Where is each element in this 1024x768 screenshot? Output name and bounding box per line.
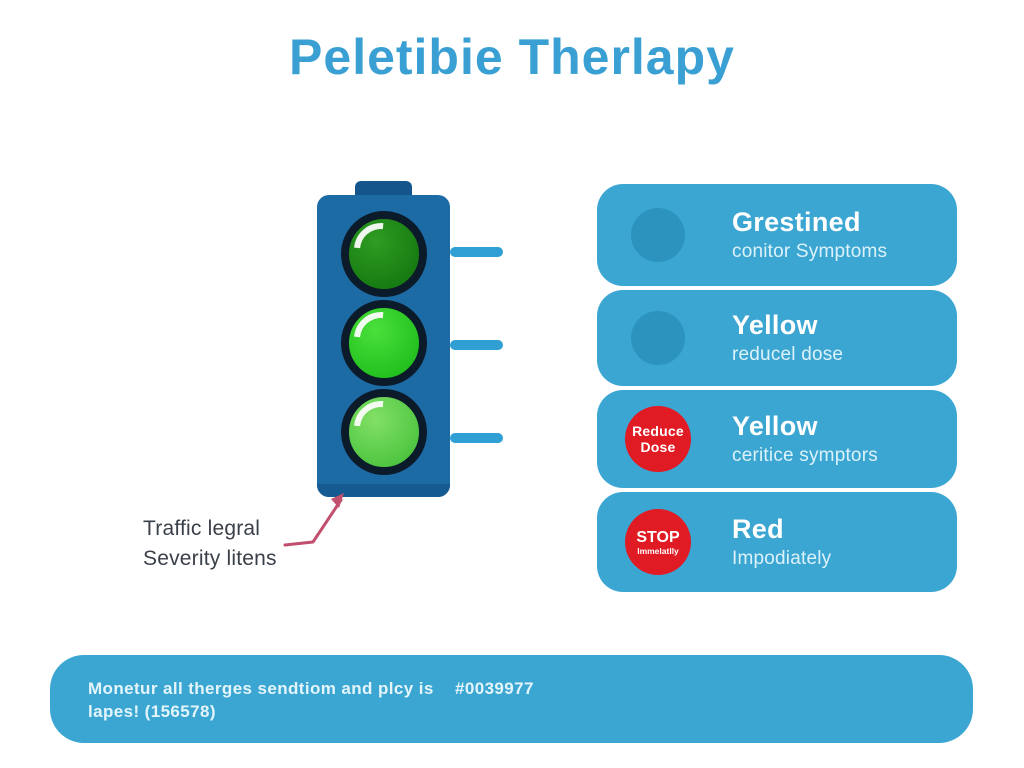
- reduce-dose-badge-icon: Reduce Dose: [625, 406, 691, 472]
- footer-text-line-1: Monetur all therges sendtiom and plcy is: [88, 679, 434, 698]
- connector-line-middle: [450, 340, 503, 350]
- connector-line-top: [450, 247, 503, 257]
- row-sublabel: reducel dose: [732, 344, 844, 365]
- row-label: Grestined: [732, 207, 861, 237]
- row-label: Yellow: [732, 411, 818, 441]
- footer-reference-number: #0039977: [455, 679, 534, 698]
- annotation-arrow-icon: [283, 493, 344, 547]
- severity-row-1: Grestined conitor Symptoms: [597, 184, 957, 286]
- light-shine-icon: [342, 389, 420, 467]
- stop-badge-icon: STOP Immelatlly: [625, 509, 691, 575]
- badge-text: Immelatlly: [637, 545, 679, 556]
- severity-row-3: Reduce Dose Yellow ceritice symptors: [597, 390, 957, 488]
- row-label: Red: [732, 514, 784, 544]
- green-light-middle-icon: [341, 300, 427, 386]
- footer-note-bar: Monetur all therges sendtiom and plcy is…: [50, 655, 973, 743]
- page-title: Peletibie Therlapy: [289, 29, 735, 85]
- traffic-light-caption: Traffic legral Severity litens: [143, 514, 277, 574]
- green-light-bottom-icon: [341, 389, 427, 475]
- caption-line-1: Traffic legral: [143, 517, 261, 540]
- badge-text: STOP: [636, 528, 680, 546]
- light-shine-icon: [342, 211, 420, 289]
- circle-indicator-icon: [631, 208, 685, 262]
- severity-row-2: Yellow reducel dose: [597, 290, 957, 386]
- green-light-top-icon: [341, 211, 427, 297]
- row-sublabel: Impodiately: [732, 548, 832, 569]
- row-label: Yellow: [732, 310, 818, 340]
- connector-line-bottom: [450, 433, 503, 443]
- row-sublabel: ceritice symptors: [732, 445, 878, 466]
- traffic-light-body: [317, 195, 450, 497]
- row-sublabel: conitor Symptoms: [732, 241, 888, 262]
- footer-text-line-2: lapes! (156578): [88, 702, 216, 721]
- caption-line-2: Severity litens: [143, 547, 277, 570]
- circle-indicator-icon: [631, 311, 685, 365]
- light-shine-icon: [342, 300, 420, 378]
- badge-text: Dose: [640, 439, 676, 455]
- severity-row-4: STOP Immelatlly Red Impodiately: [597, 492, 957, 592]
- badge-text: Reduce: [632, 423, 684, 439]
- traffic-light-top-tab: [355, 181, 412, 198]
